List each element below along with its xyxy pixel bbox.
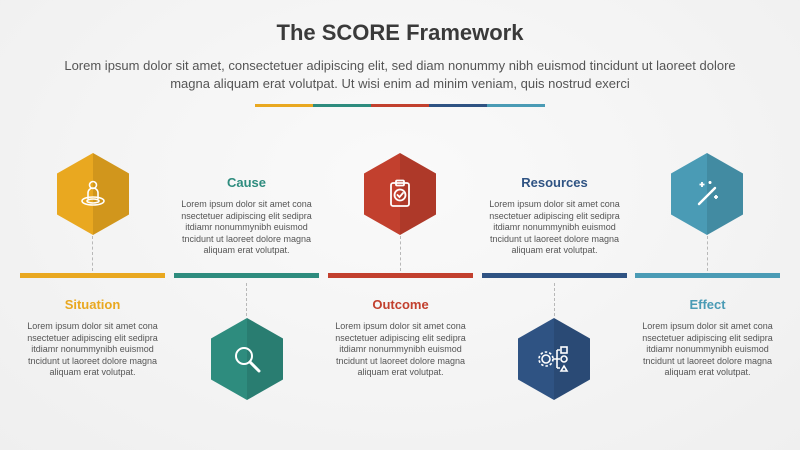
connector-effect <box>707 236 708 271</box>
accent-swatch-1 <box>255 104 313 107</box>
step-desc-situation: Lorem ipsum dolor sit amet cona nsectetu… <box>27 321 158 377</box>
timeline-segment-resources <box>482 273 627 278</box>
timeline-segment-cause <box>174 273 319 278</box>
magic-wand-icon <box>671 153 743 235</box>
clipboard-check-icon <box>364 153 436 235</box>
step-title-situation: Situation <box>64 297 121 312</box>
step-desc-resources: Lorem ipsum dolor sit amet cona nsectetu… <box>489 199 620 255</box>
step-desc-outcome: Lorem ipsum dolor sit amet cona nsectetu… <box>335 321 466 377</box>
connector-resources <box>554 283 555 316</box>
color-accent-bar <box>255 104 545 107</box>
hexagon-situation <box>57 153 129 235</box>
timeline-segment-effect <box>635 273 780 278</box>
step-desc-effect: Lorem ipsum dolor sit amet cona nsectetu… <box>642 321 773 377</box>
person-target-icon <box>57 153 129 235</box>
connector-cause <box>246 283 247 316</box>
page-subtitle: Lorem ipsum dolor sit amet, consectetuer… <box>64 58 736 91</box>
step-title-effect: Effect <box>689 297 726 312</box>
timeline-segment-outcome <box>328 273 473 278</box>
connector-situation <box>92 236 93 271</box>
hexagon-outcome <box>364 153 436 235</box>
page-title: The SCORE Framework <box>276 20 524 45</box>
step-title-outcome: Outcome <box>372 297 429 312</box>
timeline-segment-situation <box>20 273 165 278</box>
step-title-cause: Cause <box>226 175 267 190</box>
accent-swatch-5 <box>487 104 545 107</box>
hexagon-effect <box>671 153 743 235</box>
step-desc-cause: Lorem ipsum dolor sit amet cona nsectetu… <box>181 199 312 255</box>
hexagon-resources <box>518 318 590 400</box>
step-title-resources: Resources <box>521 175 588 190</box>
accent-swatch-4 <box>429 104 487 107</box>
magnifier-icon <box>211 318 283 400</box>
accent-swatch-2 <box>313 104 371 107</box>
accent-swatch-3 <box>371 104 429 107</box>
connector-outcome <box>400 236 401 271</box>
gear-flowchart-icon <box>518 318 590 400</box>
hexagon-cause <box>211 318 283 400</box>
